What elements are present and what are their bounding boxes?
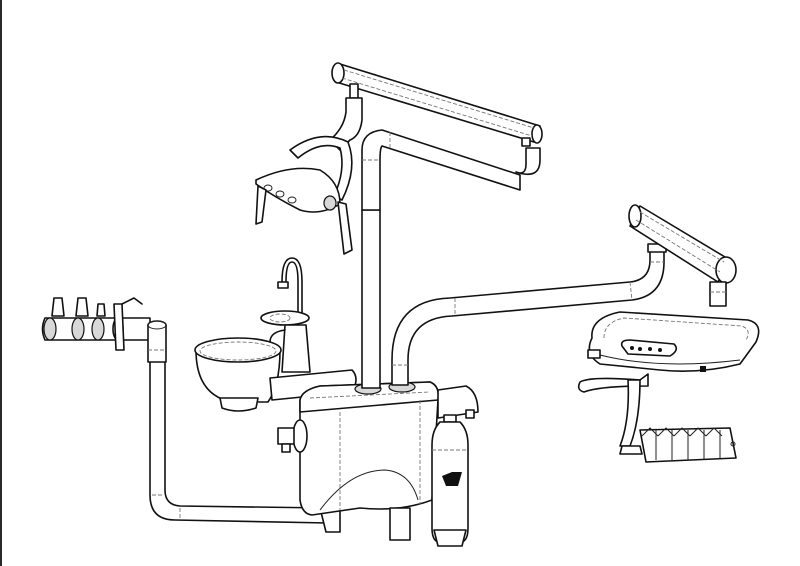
handpiece-holder-rack	[619, 427, 737, 463]
spittoon-bowl	[194, 337, 282, 412]
vertical-pole	[361, 195, 381, 389]
control-panel	[620, 339, 678, 357]
water-bottle	[431, 414, 469, 547]
delivery-arm	[391, 204, 737, 386]
instrument-tray-console	[577, 311, 760, 447]
left-border	[0, 0, 2, 566]
assistant-instrument-holders	[41, 297, 167, 363]
bottle-logo-icon	[442, 472, 462, 486]
water-unit-cabinet	[277, 381, 479, 541]
operating-light	[255, 135, 353, 255]
cup-filler-tap	[260, 257, 311, 373]
light-arm	[329, 62, 543, 211]
